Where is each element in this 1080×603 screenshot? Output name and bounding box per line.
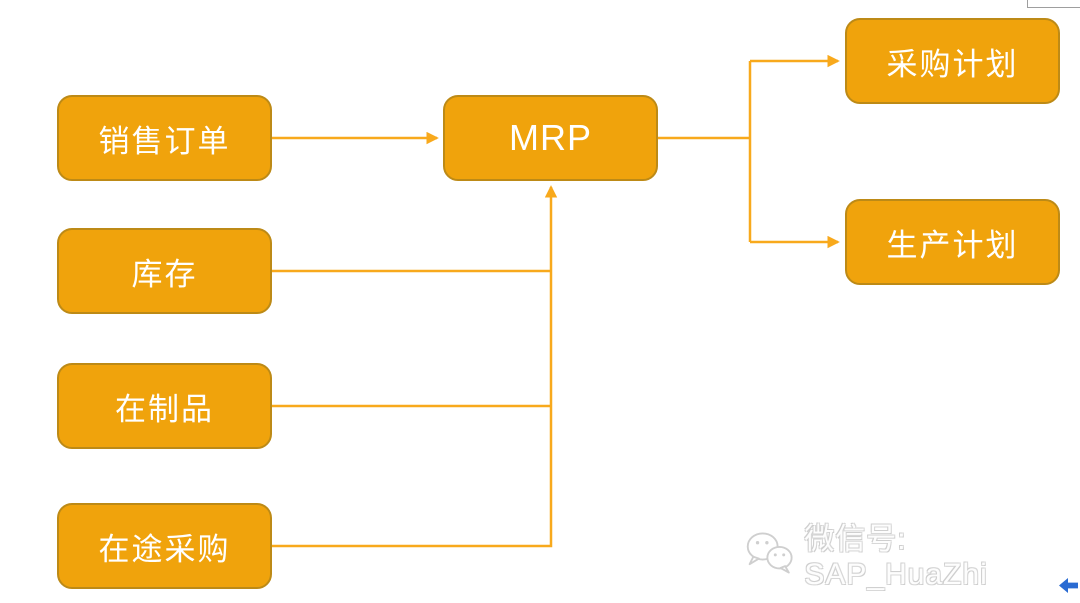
node-work-in-progress-label: 在制品 — [115, 391, 214, 427]
node-purchase-plan: 采购计划 — [845, 18, 1060, 104]
node-purchase-plan-label: 采购计划 — [886, 46, 1019, 82]
node-transit-purchase: 在途采购 — [57, 503, 272, 589]
node-inventory: 库存 — [57, 228, 272, 314]
watermark: 微信号: SAP_HuaZhi — [744, 514, 1080, 592]
node-mrp: MRP — [443, 95, 658, 181]
node-production-plan: 生产计划 — [845, 199, 1060, 285]
back-arrow-icon[interactable] — [1059, 578, 1078, 593]
node-mrp-label: MRP — [509, 117, 592, 158]
watermark-text: 微信号: SAP_HuaZhi — [804, 523, 988, 591]
node-sales-order-label: 销售订单 — [98, 123, 231, 159]
wechat-icon — [746, 532, 793, 574]
node-production-plan-label: 生产计划 — [886, 227, 1019, 263]
node-work-in-progress: 在制品 — [57, 363, 272, 449]
partial-textbox-outline — [1027, 0, 1080, 8]
node-transit-purchase-label: 在途采购 — [98, 531, 231, 567]
node-sales-order: 销售订单 — [57, 95, 272, 181]
edge-transit-purchase-to-mrp — [272, 185, 558, 548]
node-inventory-label: 库存 — [131, 256, 198, 292]
